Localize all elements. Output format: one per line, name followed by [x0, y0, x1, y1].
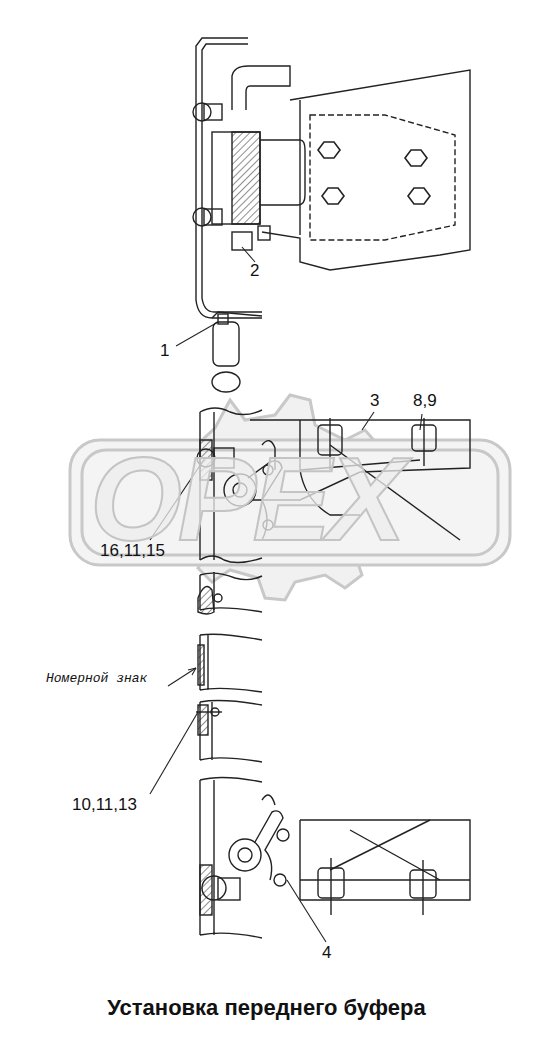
leader-lines [150, 247, 422, 942]
callout-number: 4 [322, 944, 331, 963]
callout-number: 2 [250, 262, 259, 281]
callout-number: 10,11,13 [72, 796, 137, 815]
plate-label: Номерной знак [45, 672, 148, 686]
watermark-gear [70, 395, 510, 600]
diagram-title: Установка переднего буфера [0, 995, 533, 1021]
callout-number: 3 [370, 392, 379, 411]
plate-section [196, 572, 262, 762]
top-bumper-section [193, 38, 470, 392]
callout-number: 8,9 [413, 392, 437, 411]
callout-number: 1 [160, 342, 169, 361]
bottom-bracket-section [200, 777, 470, 938]
callout-number: 16,11,15 [100, 542, 165, 561]
